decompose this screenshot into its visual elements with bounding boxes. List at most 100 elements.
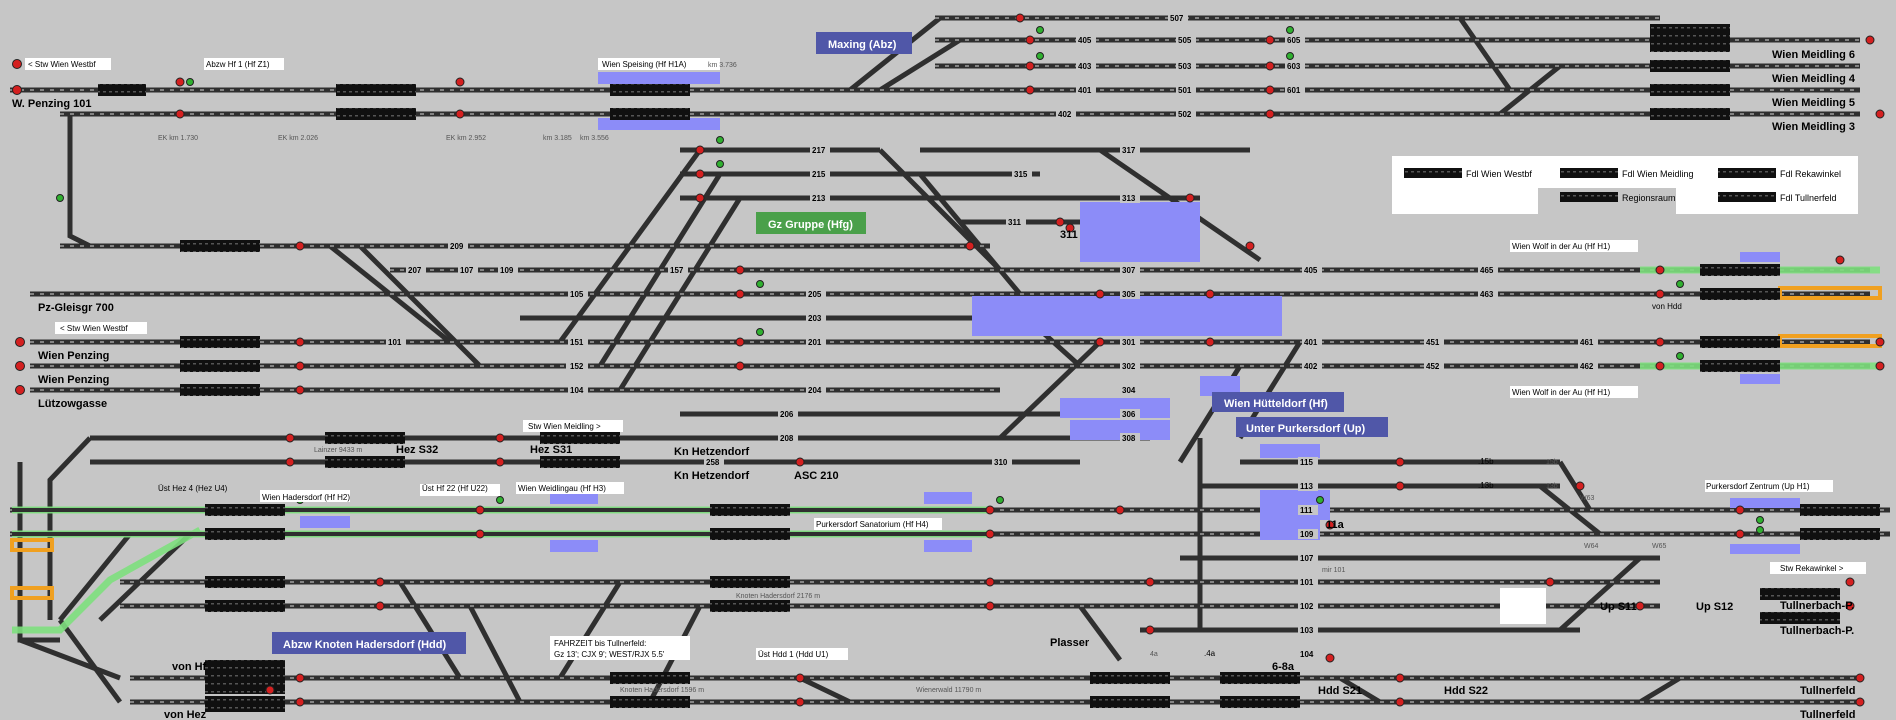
- label-w-penzing-101: W. Penzing 101: [12, 98, 91, 110]
- legend-fdl-tullnerfeld: Fdl Tullnerfeld: [1780, 193, 1837, 203]
- track-number[interactable]: 503: [1178, 62, 1192, 71]
- track-number[interactable]: 305: [1122, 290, 1136, 299]
- track-number[interactable]: 107: [1300, 554, 1314, 563]
- track-number[interactable]: 462: [1580, 362, 1594, 371]
- track-number[interactable]: 207: [408, 266, 422, 275]
- track-number[interactable]: 405: [1304, 266, 1318, 275]
- track-number-layer: 507 505 405 605 503 403 603 501 401 601 502 402 217 3…: [386, 13, 1598, 659]
- track-number[interactable]: 151: [570, 338, 584, 347]
- track-number[interactable]: 102: [1300, 602, 1314, 611]
- track-number[interactable]: 403: [1078, 62, 1092, 71]
- track-number[interactable]: 451: [1426, 338, 1440, 347]
- track-number[interactable]: 461: [1580, 338, 1594, 347]
- track-number[interactable]: 101: [388, 338, 402, 347]
- label-15b: .15b: [1478, 457, 1494, 466]
- track-number[interactable]: 302: [1122, 362, 1136, 371]
- label-w64: W64: [1584, 543, 1599, 550]
- track-number[interactable]: 104: [1300, 650, 1314, 659]
- track-number[interactable]: 402: [1058, 110, 1072, 119]
- label-ek-2952: EK km 2.952: [446, 135, 486, 142]
- track-number[interactable]: 206: [780, 410, 794, 419]
- track-number[interactable]: 115: [1300, 458, 1313, 467]
- banner-wien-huetteldorf: Wien Hütteldorf (Hf): [1224, 398, 1328, 410]
- track-number[interactable]: 465: [1480, 266, 1494, 275]
- track-number[interactable]: 111: [1300, 506, 1313, 515]
- track-number[interactable]: 315: [1014, 170, 1028, 179]
- track-number[interactable]: 113: [1300, 482, 1313, 491]
- label-stw-westbf-2: < Stw Wien Westbf: [60, 324, 128, 333]
- track-number[interactable]: 203: [808, 314, 822, 323]
- track-number[interactable]: 405: [1078, 36, 1092, 45]
- track-number[interactable]: 317: [1122, 146, 1136, 155]
- track-number[interactable]: 157: [670, 266, 684, 275]
- track-number[interactable]: 213: [812, 194, 826, 203]
- track-number[interactable]: 258: [706, 458, 720, 467]
- track-number[interactable]: 107: [460, 266, 474, 275]
- label-up-s11: Up S11: [1600, 601, 1637, 613]
- track-number[interactable]: 308: [1122, 434, 1136, 443]
- track-number[interactable]: 301: [1122, 338, 1136, 347]
- label-ek-2026: EK km 2.026: [278, 135, 318, 142]
- label-13b-2: 13b: [1546, 483, 1558, 490]
- track-number[interactable]: 217: [812, 146, 826, 155]
- track-number[interactable]: 313: [1122, 194, 1136, 203]
- track-number[interactable]: 101: [1300, 578, 1314, 587]
- block-sections: [98, 24, 1880, 712]
- label-11a: 11a: [1326, 519, 1345, 531]
- track-number[interactable]: 311: [1008, 218, 1021, 227]
- track-number[interactable]: 605: [1287, 36, 1301, 45]
- track-number[interactable]: 306: [1122, 410, 1136, 419]
- label-kn-hetzendorf-2: Kn Hetzendorf: [674, 470, 750, 482]
- route-highlight: [12, 266, 1880, 634]
- label-purkersdorf-sanatorium: Purkersdorf Sanatorium (Hf H4): [816, 520, 929, 529]
- track-number[interactable]: 603: [1287, 62, 1301, 71]
- label-tullnerfeld-1: Tullnerfeld: [1800, 685, 1855, 697]
- track-number[interactable]: 601: [1287, 86, 1301, 95]
- track-number[interactable]: 505: [1178, 36, 1192, 45]
- label-luetzowgasse: Lützowgasse: [38, 398, 107, 410]
- label-kn-hetzendorf-1: Kn Hetzendorf: [674, 446, 750, 458]
- label-311: 311: [1060, 229, 1078, 241]
- track-number[interactable]: 463: [1480, 290, 1494, 299]
- track-number[interactable]: 507: [1170, 14, 1184, 23]
- track-number[interactable]: 204: [808, 386, 822, 395]
- track-number[interactable]: 208: [780, 434, 794, 443]
- track-number[interactable]: 215: [812, 170, 826, 179]
- label-meidling-3: Wien Meidling 3: [1772, 121, 1855, 133]
- label-w63: W63: [1580, 495, 1595, 502]
- label-pz-gleisgr: Pz-Gleisgr 700: [38, 302, 114, 314]
- track-number[interactable]: 109: [500, 266, 514, 275]
- track-number[interactable]: 105: [570, 290, 584, 299]
- track-number[interactable]: 401: [1304, 338, 1318, 347]
- label-hdd-s21: Hdd S21: [1318, 685, 1362, 697]
- track-number[interactable]: 502: [1178, 110, 1192, 119]
- track-number[interactable]: 304: [1122, 386, 1136, 395]
- label-abzw-hf1: Abzw Hf 1 (Hf Z1): [206, 60, 270, 69]
- label-ek-1730: EK km 1.730: [158, 135, 198, 142]
- track-number[interactable]: 152: [570, 362, 584, 371]
- label-wien-speising: Wien Speising (Hf H1A): [602, 60, 687, 69]
- track-number[interactable]: 501: [1178, 86, 1192, 95]
- track-number[interactable]: 201: [808, 338, 822, 347]
- track-number[interactable]: 109: [1300, 530, 1314, 539]
- banner-gz-gruppe: Gz Gruppe (Hfg): [768, 219, 853, 231]
- track-number[interactable]: 307: [1122, 266, 1136, 275]
- label-plates: [25, 58, 1866, 660]
- green-signals[interactable]: [56, 26, 1764, 534]
- track-number[interactable]: 104: [570, 386, 584, 395]
- legend-regionsraum: Regionsraum: [1622, 193, 1676, 203]
- section-banners: [272, 32, 1388, 654]
- label-meidling-4: Wien Meidling 4: [1772, 73, 1856, 85]
- label-13b: .13b: [1478, 481, 1494, 490]
- track-number[interactable]: 103: [1300, 626, 1314, 635]
- track-number[interactable]: 452: [1426, 362, 1440, 371]
- label-15b-2: 15b: [1546, 459, 1558, 466]
- track-number[interactable]: 401: [1078, 86, 1092, 95]
- track-number[interactable]: 205: [808, 290, 822, 299]
- track-number[interactable]: 209: [450, 242, 464, 251]
- label-tullnerbach-1: Tullnerbach-P.: [1780, 600, 1854, 612]
- signals[interactable]: [12, 13, 1885, 707]
- track-number[interactable]: 402: [1304, 362, 1318, 371]
- track-number[interactable]: 310: [994, 458, 1008, 467]
